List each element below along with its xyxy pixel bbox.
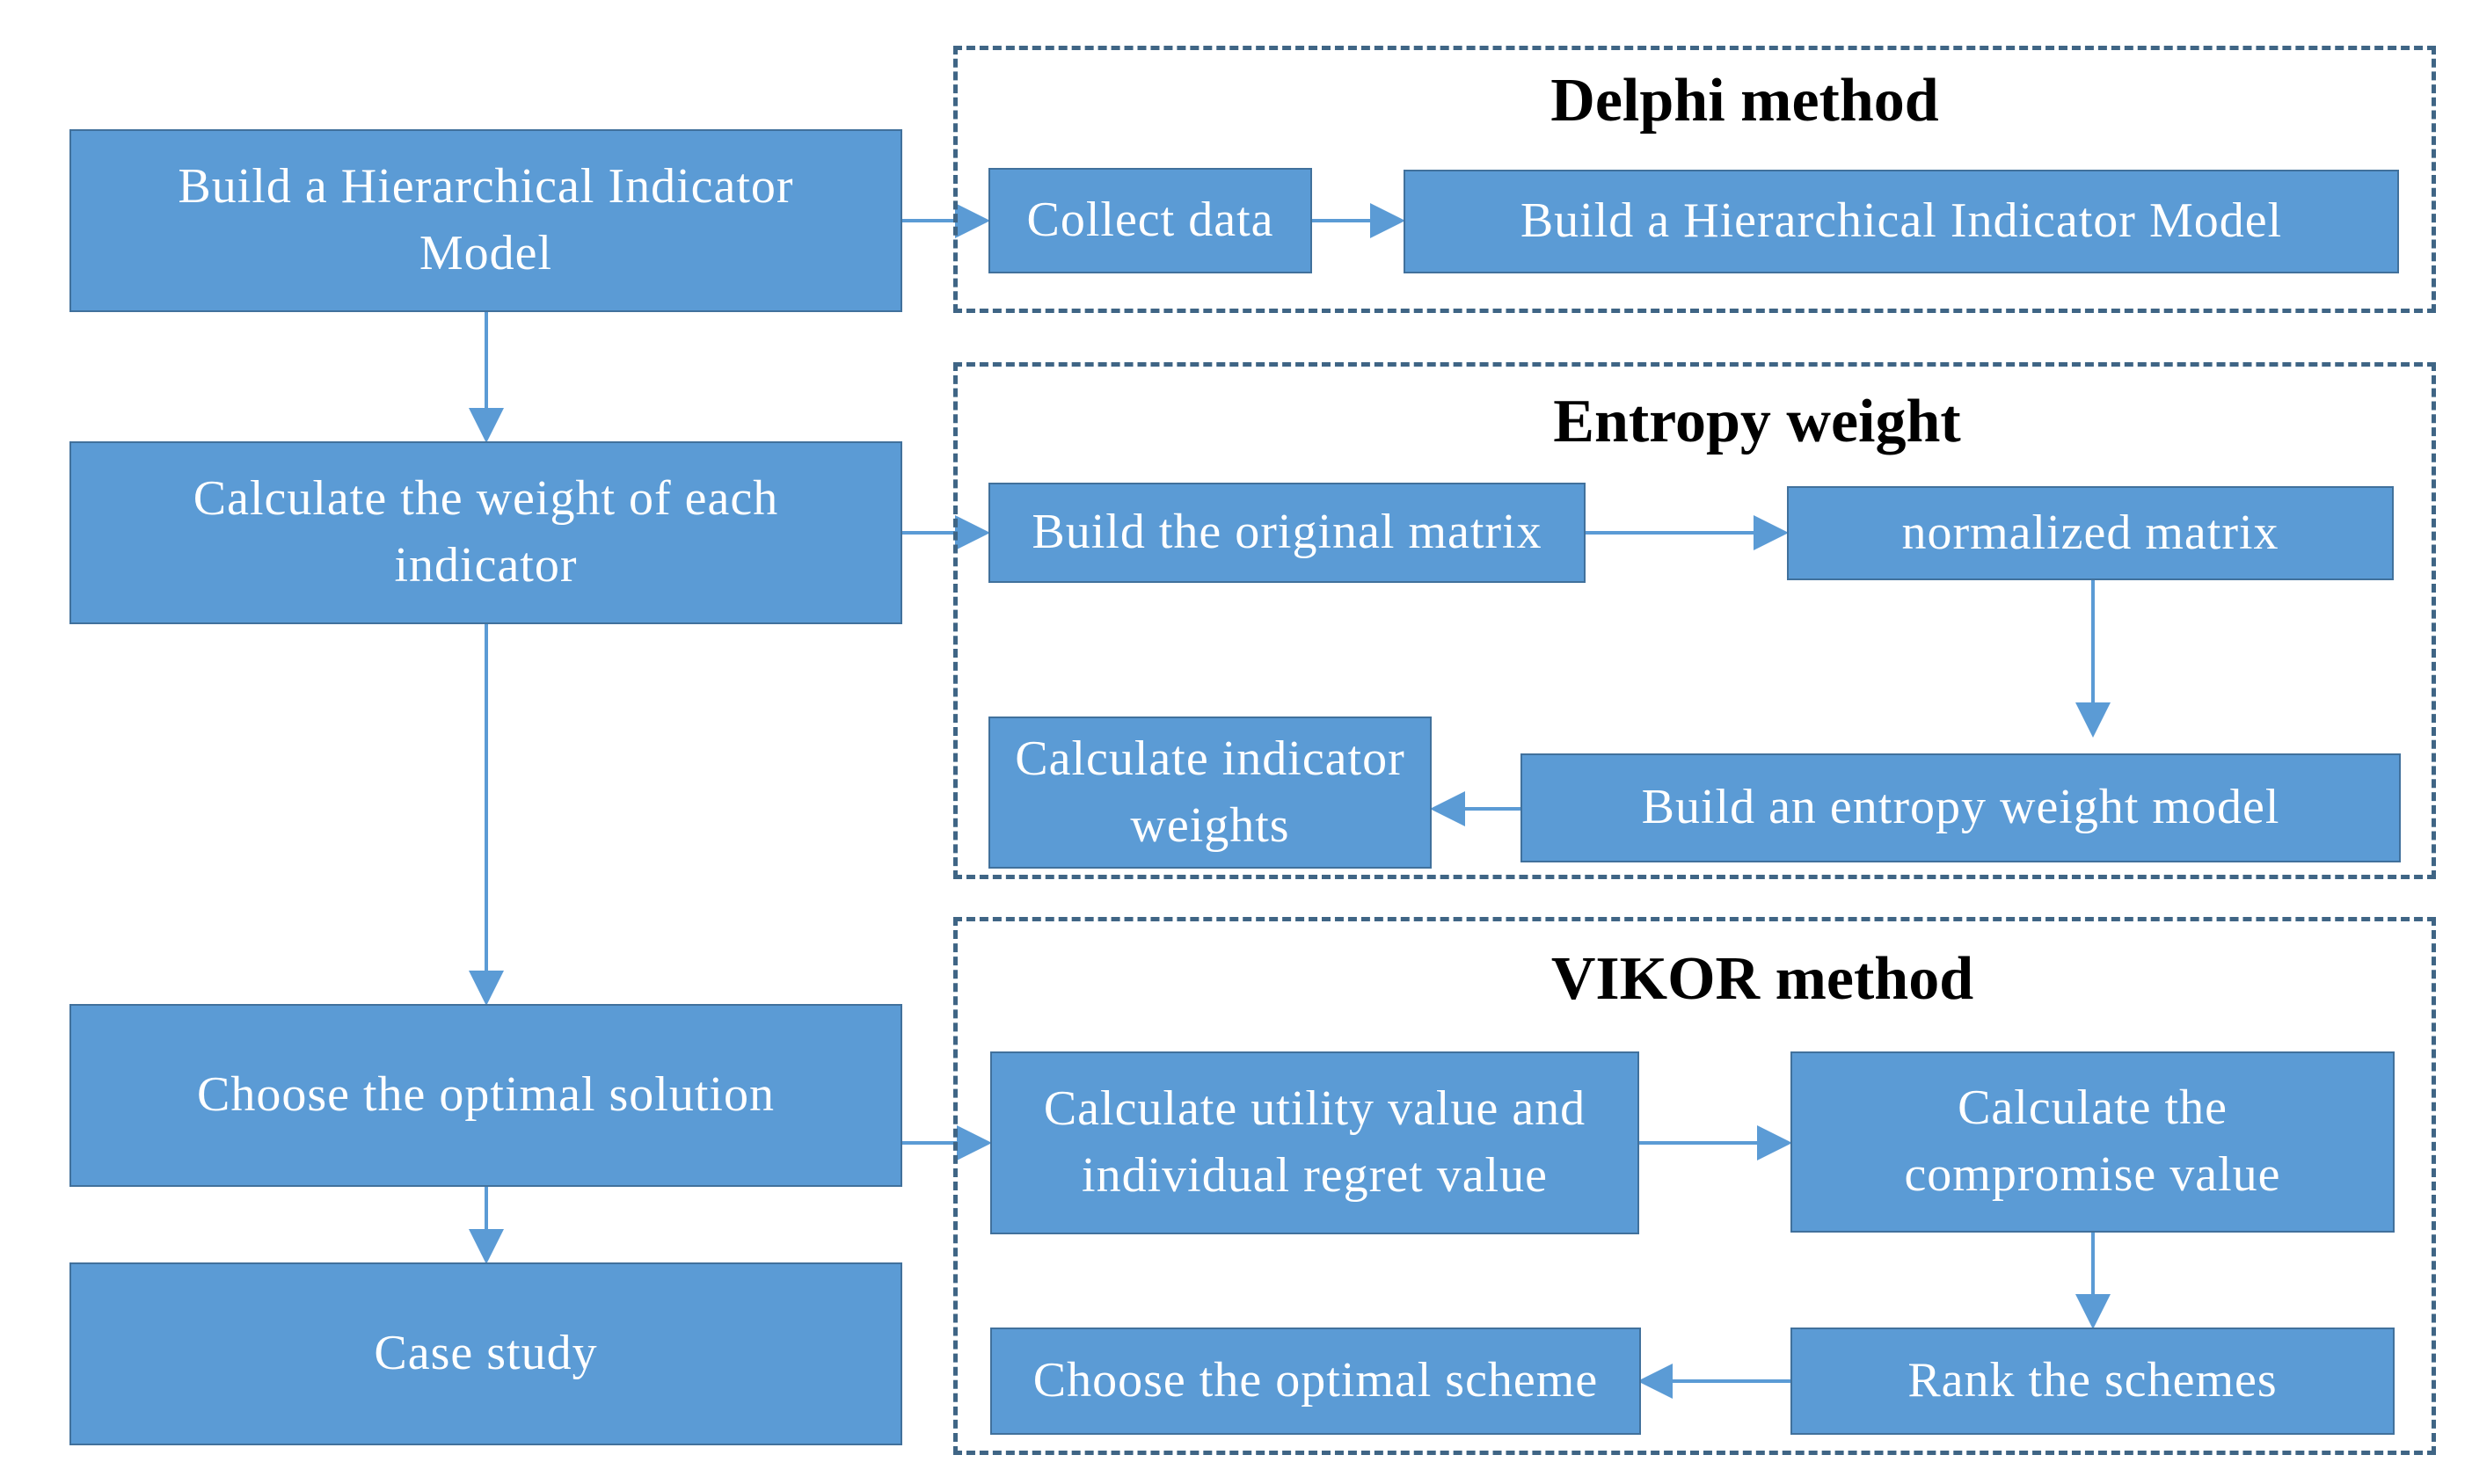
entropy-indicator-weights-label: Calculate indicator weights [1015,731,1405,853]
main-step-optimal-solution: Choose the optimal solution [69,1004,902,1187]
main-step-optimal-solution-label: Choose the optimal solution [197,1067,775,1123]
entropy-title: Entropy weight [1553,388,1961,455]
vikor-optimal-scheme: Choose the optimal scheme [990,1328,1641,1435]
main-step-calculate-weight: Calculate the weight of each indicator [69,441,902,624]
delphi-collect-data: Collect data [988,168,1312,273]
delphi-build-model-label: Build a Hierarchical Indicator Model [1520,193,2283,249]
main-step-build-model: Build a Hierarchical Indicator Model [69,129,902,312]
vikor-group [953,917,2436,1455]
delphi-title: Delphi method [1550,67,1939,135]
vikor-title: VIKOR method [1550,945,1974,1013]
main-step-build-model-label: Build a Hierarchical Indicator Model [178,159,794,280]
entropy-indicator-weights: Calculate indicator weights [988,717,1432,869]
entropy-model-label: Build an entropy weight model [1641,780,2280,835]
vikor-utility-label: Calculate utility value and individual r… [1043,1081,1586,1203]
delphi-collect-data-label: Collect data [1026,193,1274,248]
delphi-group [953,46,2436,313]
vikor-optimal-scheme-label: Choose the optimal scheme [1032,1353,1599,1408]
main-step-case-study: Case study [69,1262,902,1445]
entropy-group [953,362,2436,879]
vikor-rank: Rank the schemes [1790,1328,2395,1435]
entropy-original-matrix-label: Build the original matrix [1032,505,1542,560]
vikor-compromise-label: Calculate the compromise value [1904,1080,2281,1202]
main-step-calculate-weight-label: Calculate the weight of each indicator [193,471,779,593]
entropy-model: Build an entropy weight model [1520,753,2401,862]
vikor-compromise: Calculate the compromise value [1790,1051,2395,1233]
delphi-build-model: Build a Hierarchical Indicator Model [1404,170,2399,273]
entropy-original-matrix: Build the original matrix [988,483,1586,583]
main-step-case-study-label: Case study [374,1326,598,1381]
vikor-utility: Calculate utility value and individual r… [990,1051,1639,1234]
vikor-rank-label: Rank the schemes [1907,1353,2278,1408]
entropy-normalized-matrix: normalized matrix [1787,486,2394,580]
entropy-normalized-matrix-label: normalized matrix [1901,505,2279,560]
